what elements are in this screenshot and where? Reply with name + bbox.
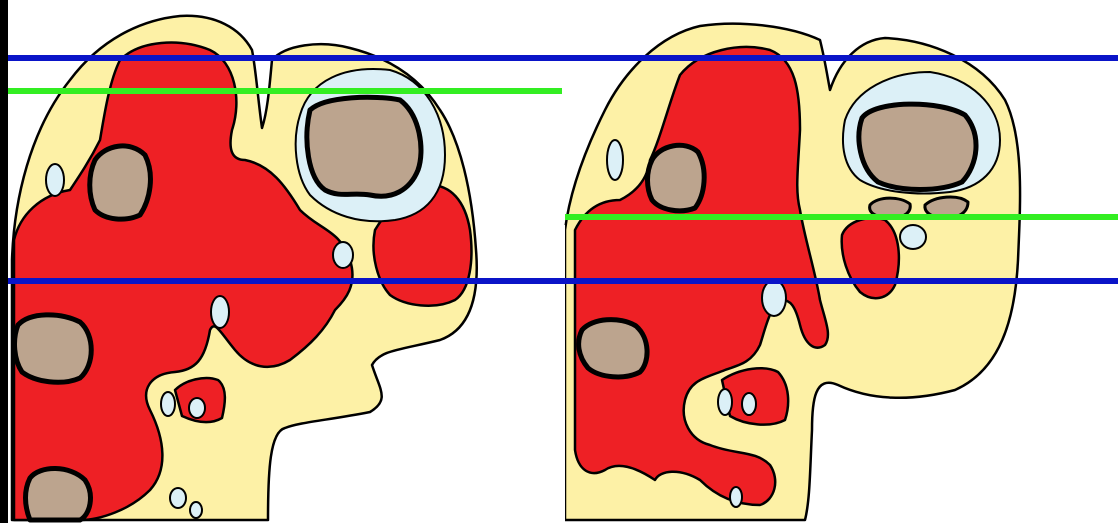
- left-fluid-spot-5: [189, 398, 205, 418]
- left-fluid-spot-1: [46, 164, 64, 196]
- left-bone-lower: [26, 468, 91, 520]
- left-fluid-spot-3: [333, 242, 353, 268]
- right-fluid-spot-3: [900, 225, 926, 249]
- left-bone-middle: [15, 315, 92, 382]
- right-fluid-spot-2: [762, 280, 786, 316]
- right-panel-edge: [556, 225, 565, 523]
- left-fluid-spot-6: [170, 488, 186, 508]
- left-bone-upper: [90, 146, 151, 219]
- right-bone-middle: [579, 320, 647, 377]
- right-bone-upper: [648, 145, 705, 211]
- left-fluid-spot-4: [161, 392, 175, 416]
- right-joint-bone: [859, 104, 976, 189]
- right-fluid-spot-1: [607, 140, 623, 180]
- right-fluid-spot-4: [718, 389, 732, 415]
- left-fluid-spot-7: [190, 502, 202, 518]
- left-joint-bone: [307, 97, 421, 196]
- right-fluid-spot-5: [742, 393, 756, 415]
- right-fluid-spot-6: [730, 487, 742, 507]
- left-fluid-spot-2: [211, 296, 229, 328]
